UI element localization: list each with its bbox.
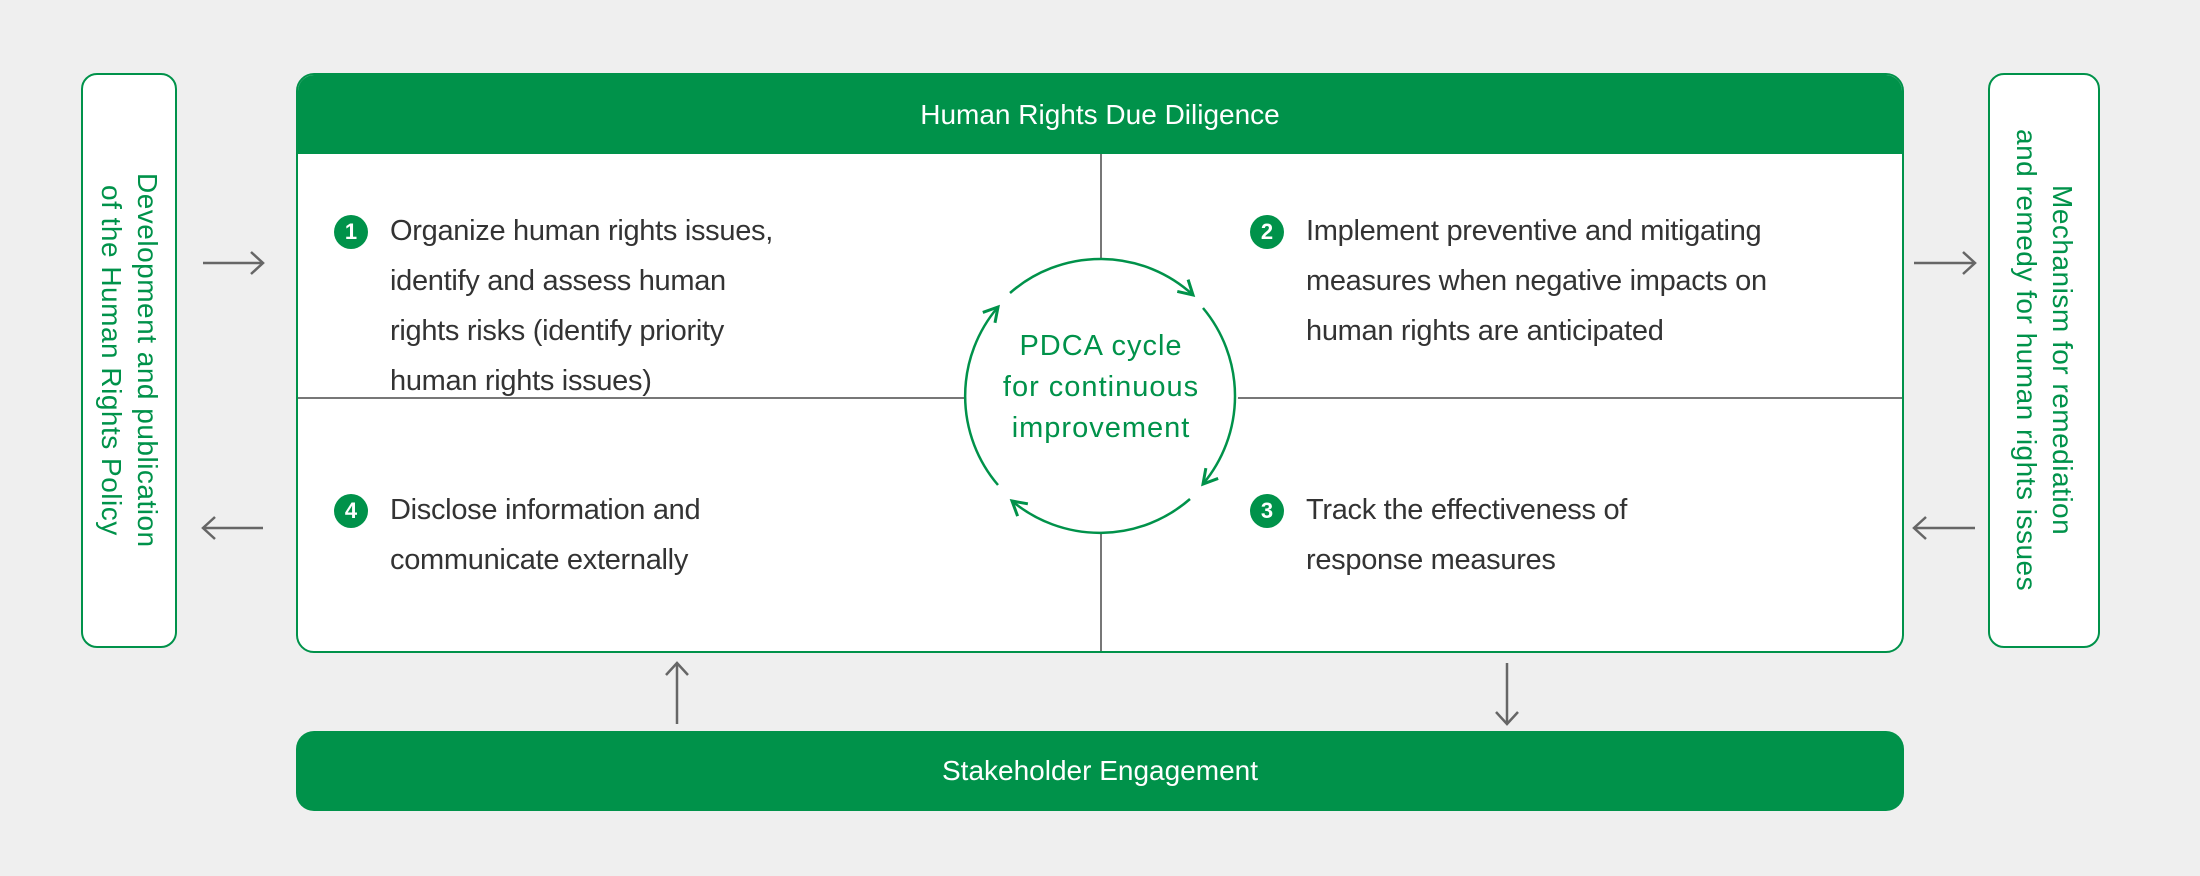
step-2-badge: 2 [1250,215,1284,249]
stakeholder-engagement-bar: Stakeholder Engagement [296,731,1904,811]
step-4-text: Disclose information and communicate ext… [390,494,701,576]
policy-panel-text: Development and publication of the Human… [93,173,165,548]
step-1-badge: 1 [334,215,368,249]
step-3-badge: 3 [1250,494,1284,528]
arrow-right-icon [1914,251,1977,275]
step-3-text: Track the effectiveness of response meas… [1306,494,1628,576]
remedy-line-1: Mechanism for remediation [2047,185,2078,536]
pdca-cycle-arrows [963,257,1238,535]
step-1-text: Organize human rights issues, identify a… [390,215,773,397]
due-diligence-header: Human Rights Due Diligence [298,75,1902,154]
policy-line-1: Development and publication [132,173,163,548]
arrow-down-icon [1495,663,1519,726]
remedy-panel: Mechanism for remediation and remedy for… [1988,73,2100,648]
step-4: 4 Disclose information and communicate e… [334,485,754,585]
policy-line-2: of the Human Rights Policy [96,185,127,536]
step-1: 1 Organize human rights issues, identify… [334,206,774,406]
cycle-arc-left [963,304,1000,486]
cycle-arc-top [1009,257,1196,298]
arrow-left-icon [201,516,263,540]
step-4-badge: 4 [334,494,368,528]
cycle-arc-right [1201,307,1237,487]
pdca-line-1: PDCA cycle [1019,330,1183,362]
pdca-cycle-label: PDCA cycle for continuous improvement [960,326,1242,449]
arrow-right-icon [203,251,265,275]
remedy-panel-text: Mechanism for remediation and remedy for… [2008,129,2080,591]
policy-panel: Development and publication of the Human… [81,73,177,648]
step-3: 3 Track the effectiveness of response me… [1250,485,1670,585]
arrow-up-icon [665,661,689,724]
pdca-line-3: improvement [1011,412,1191,444]
step-2: 2 Implement preventive and mitigating me… [1250,206,1860,356]
cycle-arc-bottom [1009,498,1191,535]
due-diligence-box: Human Rights Due Diligence 1 Organize hu… [296,73,1904,653]
arrow-left-icon [1912,516,1975,540]
pdca-line-2: for continuous [1002,371,1200,403]
remedy-line-2: and remedy for human rights issues [2011,129,2042,592]
step-2-text: Implement preventive and mitigating meas… [1306,215,1767,347]
